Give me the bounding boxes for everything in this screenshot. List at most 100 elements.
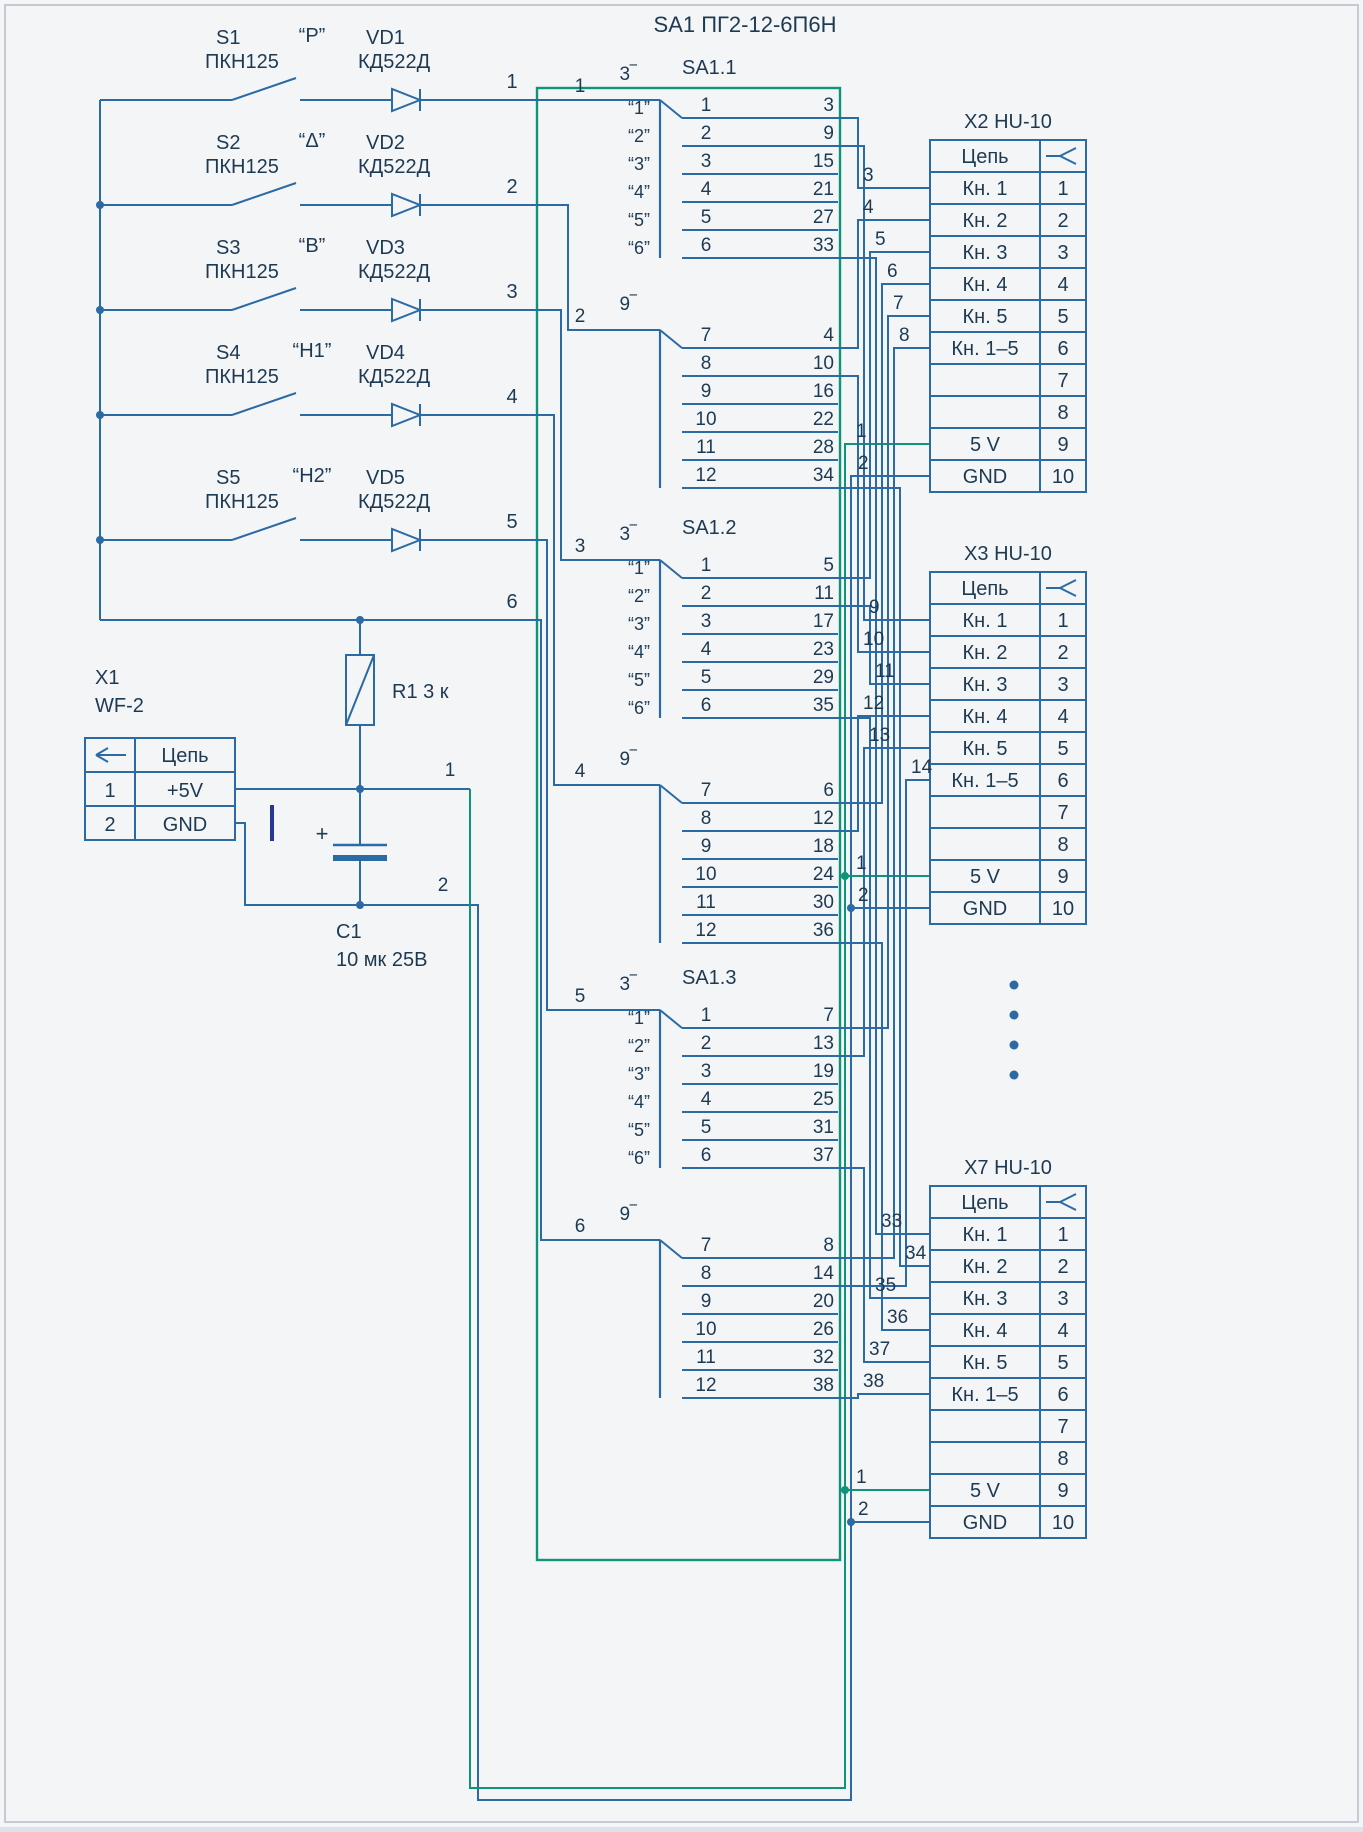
cell-circuit: GND <box>963 898 1007 920</box>
cell-pin: 9 <box>1057 434 1068 456</box>
cap-value: 10 мк 25В <box>336 949 427 971</box>
contact-number: 9 <box>701 836 712 857</box>
cell-circuit: 5 V <box>970 1480 1001 1502</box>
wiper-arm <box>659 784 683 804</box>
contact-number: 10 <box>695 864 716 885</box>
socket-contact-icon <box>1059 579 1077 589</box>
junction-dot <box>96 306 104 314</box>
section-name: SA1.2 <box>682 517 736 539</box>
ellipsis-dot <box>1009 980 1019 990</box>
cell-circuit: Кн. 2 <box>963 642 1008 664</box>
output-wire <box>838 715 930 832</box>
connector-header: Цепь <box>961 578 1008 600</box>
position-quote-label: “1” <box>628 98 650 118</box>
cell-pin: 3 <box>1057 242 1068 264</box>
contact-number: 12 <box>695 920 716 941</box>
x1-circuit: GND <box>163 814 207 836</box>
output-wire <box>838 283 930 804</box>
contact-number: 7 <box>701 325 712 346</box>
output-pin-number: 14 <box>813 1263 835 1284</box>
wire-number: 2 <box>858 453 869 474</box>
output-pin-number: 9 <box>823 123 834 144</box>
cell-pin: 6 <box>1057 1384 1068 1406</box>
contact-number: 9 <box>701 381 712 402</box>
diode-ref: VD5 <box>366 467 405 489</box>
resistor-slash <box>345 654 375 726</box>
cell-circuit: GND <box>963 1512 1007 1534</box>
contact-number: 5 <box>701 667 712 688</box>
socket-contact-icon <box>1059 1193 1077 1203</box>
output-pin-number: 37 <box>813 1145 834 1166</box>
switch-mode-label: “Р” <box>299 25 326 47</box>
output-pin-number: 5 <box>823 555 834 576</box>
deck-common-label: 3‾ <box>620 524 638 545</box>
position-quote-label: “3” <box>628 154 650 174</box>
resistor-label: R1 3 к <box>392 681 449 703</box>
output-pin-number: 12 <box>813 808 834 829</box>
deck-pin-number: 4 <box>575 761 586 782</box>
wiper-arm <box>659 1009 683 1029</box>
contact-number: 10 <box>695 409 716 430</box>
position-quote-label: “5” <box>628 670 650 690</box>
switch-lever <box>231 77 297 101</box>
deck-input-route <box>537 414 660 786</box>
cell-circuit: Кн. 5 <box>963 306 1008 328</box>
position-quote-label: “3” <box>628 1064 650 1084</box>
cell-pin: 1 <box>1057 178 1068 200</box>
sa-pin-number: 3 <box>506 281 517 303</box>
output-pin-number: 6 <box>823 780 834 801</box>
output-pin-number: 11 <box>814 583 834 604</box>
output-pin-number: 35 <box>813 695 834 716</box>
output-wire <box>838 145 930 621</box>
cap-ref: C1 <box>336 921 362 943</box>
wiper-arm <box>659 1239 683 1259</box>
cell-pin: 8 <box>1057 834 1068 856</box>
wire-number: 7 <box>893 293 904 314</box>
position-quote-label: “6” <box>628 1148 650 1168</box>
v5-bus <box>469 443 930 1789</box>
output-pin-number: 24 <box>813 864 835 885</box>
plug-arrow-icon <box>95 754 109 763</box>
cell-circuit: Кн. 3 <box>963 1288 1008 1310</box>
cell-pin: 6 <box>1057 770 1068 792</box>
connector-ref: X7 HU-10 <box>964 1157 1052 1179</box>
wiper-arm <box>659 329 683 349</box>
x1-pin: 1 <box>104 780 115 802</box>
switch-part: ПКН125 <box>205 491 279 513</box>
contact-number: 2 <box>701 1033 712 1054</box>
contact-number: 8 <box>701 1263 712 1284</box>
cell-pin: 1 <box>1057 1224 1068 1246</box>
output-wire <box>838 251 930 579</box>
ellipsis-dot <box>1009 1040 1019 1050</box>
switch-lever <box>231 392 297 416</box>
output-wire <box>838 1393 930 1399</box>
cell-circuit: Кн. 2 <box>963 210 1008 232</box>
contact-number: 10 <box>695 1319 716 1340</box>
wire-number: 11 <box>875 661 895 682</box>
cell-pin: 3 <box>1057 674 1068 696</box>
wire-number: 1 <box>856 1467 867 1488</box>
cell-pin: 8 <box>1057 1448 1068 1470</box>
wire-number: 36 <box>887 1307 908 1328</box>
page-frame <box>4 4 1359 1823</box>
wire-number: 33 <box>881 1211 902 1232</box>
output-wire <box>838 747 930 1057</box>
position-quote-label: “4” <box>628 1092 650 1112</box>
diode-part: КД522Д <box>358 366 431 388</box>
cell-pin: 10 <box>1052 1512 1074 1534</box>
cell-circuit: Кн. 1 <box>963 178 1008 200</box>
switch-lever <box>231 517 297 541</box>
contact-number: 6 <box>701 695 712 716</box>
junction-dot <box>96 411 104 419</box>
output-wire <box>838 375 930 653</box>
deck-input-route <box>537 204 660 331</box>
diode-symbol <box>391 402 423 428</box>
switch-mode-label: “Δ” <box>299 130 326 152</box>
output-pin-number: 22 <box>813 409 834 430</box>
wire-number: 10 <box>863 629 884 650</box>
diode-part: КД522Д <box>358 261 431 283</box>
cell-circuit: Кн. 4 <box>963 274 1008 296</box>
junction-dot <box>356 785 364 793</box>
switch-ref: S4 <box>216 342 240 364</box>
